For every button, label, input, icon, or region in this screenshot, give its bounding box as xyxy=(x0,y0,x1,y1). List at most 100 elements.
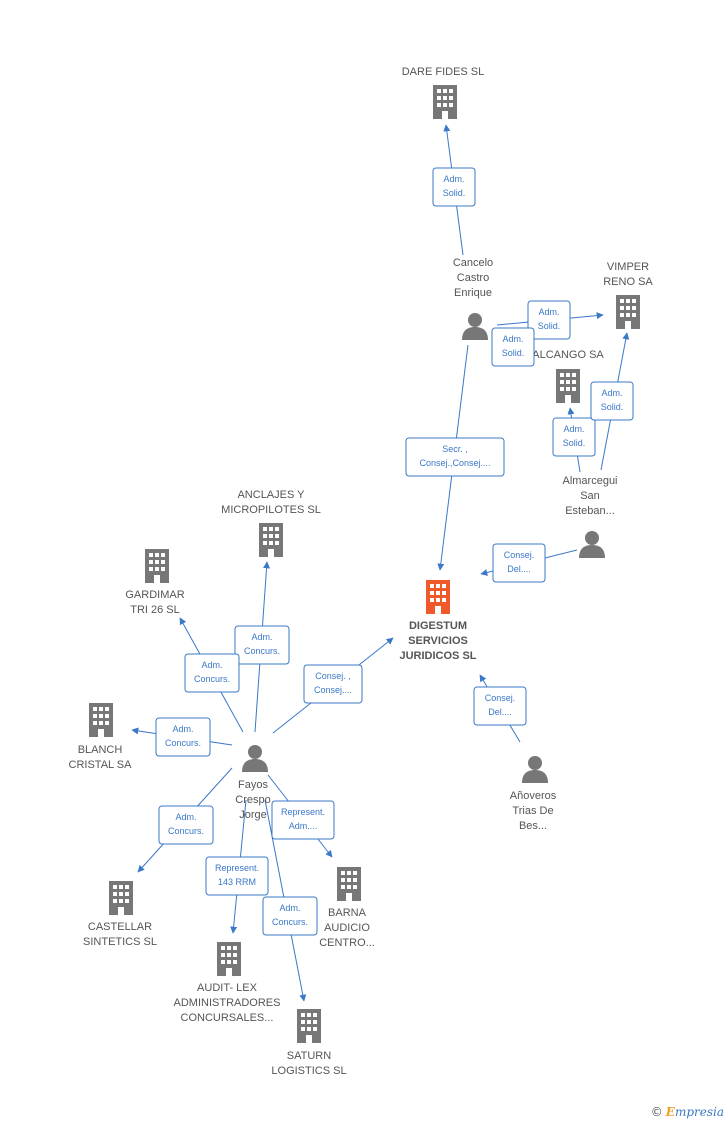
node-barna[interactable]: BARNAAUDICIOCENTRO... xyxy=(319,867,375,949)
edge-label-line: Concurs. xyxy=(168,826,204,836)
copyright-symbol: © xyxy=(650,1105,663,1119)
node-label-line: Fayos xyxy=(238,779,268,791)
edge-label-fayos-barna[interactable]: Represent.Adm.... xyxy=(271,800,335,840)
node-label-line: Castro xyxy=(457,272,489,284)
building-icon xyxy=(217,942,241,976)
node-label-line: SINTETICS SL xyxy=(83,936,157,948)
edge-label-anoveros-digestum[interactable]: Consej. Del.... xyxy=(473,686,527,726)
edge-label-line: Adm. xyxy=(251,632,272,642)
edge-label-line: Adm. xyxy=(601,388,622,398)
edge-label-line: 143 RRM xyxy=(218,877,256,887)
node-label-line: Esteban... xyxy=(565,505,615,517)
edge-label-line: Del.... xyxy=(507,564,531,574)
building-icon xyxy=(433,85,457,119)
node-label-line: Trias De xyxy=(512,805,553,817)
edge-label-line: Represent. xyxy=(281,807,325,817)
edge-label-almarcegui-digestum[interactable]: Consej.Del.... xyxy=(492,543,546,583)
edge-label-cancelo-dare[interactable]: Adm. Solid. xyxy=(432,167,476,207)
node-alcango[interactable]: ALCANGO SA xyxy=(532,349,604,403)
person-icon xyxy=(579,531,605,558)
edge-label-line: Concurs. xyxy=(165,738,201,748)
node-label-line: JURIDICOS SL xyxy=(399,650,476,662)
edge-label-cancelo-alcango[interactable]: Adm.Solid. xyxy=(491,327,535,367)
edge-label-fayos-gardimar[interactable]: Adm.Concurs. xyxy=(184,653,240,693)
edge-labels-layer: Adm. Solid. Adm. Solid. Adm. Solid. Secr. , Con… xyxy=(155,167,634,936)
node-label-line: Jorge xyxy=(239,809,267,821)
node-almarcegui[interactable]: AlmarceguiSanEsteban... xyxy=(562,475,618,558)
edge-label-fayos-anclajes[interactable]: Adm. Concurs. xyxy=(234,625,290,665)
edge-label-line: Adm. xyxy=(443,174,464,184)
edge-label-fayos-digestum[interactable]: Consej. ,Consej.... xyxy=(303,664,363,704)
edge-label-box xyxy=(234,625,290,665)
building-icon xyxy=(109,881,133,915)
node-label-line: CRISTAL SA xyxy=(69,759,133,771)
node-label-line: San xyxy=(580,490,600,502)
node-label-line: ALCANGO SA xyxy=(532,349,604,361)
node-label-line: Cancelo xyxy=(453,257,493,269)
edge-label-box xyxy=(303,664,363,704)
edge-label-line: Solid. xyxy=(563,438,586,448)
node-label-line: CONCURSALES... xyxy=(181,1012,274,1024)
edge-label-almarcegui-alcango[interactable]: Adm.Solid. xyxy=(552,417,596,457)
edge-label-line: Adm. xyxy=(201,660,222,670)
node-label-line: GARDIMAR xyxy=(125,589,184,601)
edge-label-line: Consej.,Consej.... xyxy=(419,458,490,468)
node-label-line: AUDIT- LEX xyxy=(197,982,258,994)
node-label-line: CASTELLAR xyxy=(88,921,152,933)
edge-label-almarcegui-vimper[interactable]: Adm. Solid. xyxy=(590,381,634,421)
edge-label-fayos-castellar[interactable]: Adm.Concurs. xyxy=(158,805,214,845)
edge-label-line: Concurs. xyxy=(272,917,308,927)
node-label-line: SATURN xyxy=(287,1050,331,1062)
node-label-line: Bes... xyxy=(519,820,547,832)
building-icon xyxy=(337,867,361,901)
edge-label-line: Solid. xyxy=(502,348,525,358)
edge-label-line: Adm. xyxy=(172,724,193,734)
node-label-line: ANCLAJES Y xyxy=(237,489,305,501)
edge-label-box xyxy=(405,437,505,477)
building-icon xyxy=(259,523,283,557)
edge-label-box xyxy=(271,800,335,840)
node-label-line: DIGESTUM xyxy=(409,620,467,632)
node-label-line: CENTRO... xyxy=(319,937,375,949)
edge-label-line: Secr. , xyxy=(442,444,468,454)
edge-label-line: Del.... xyxy=(488,707,512,717)
building-icon xyxy=(616,295,640,329)
empresia-logo: ©Empresia xyxy=(651,1105,724,1119)
edge-label-line: Concurs. xyxy=(244,646,280,656)
node-castellar[interactable]: CASTELLAR SINTETICS SL xyxy=(83,881,157,948)
edge-label-line: Solid. xyxy=(443,188,466,198)
edge-label-line: Solid. xyxy=(538,321,561,331)
edge-label-line: Consej. xyxy=(485,693,516,703)
person-icon xyxy=(522,756,548,783)
building-icon xyxy=(426,580,450,614)
node-label-line: RENO SA xyxy=(603,276,653,288)
edge-label-fayos-saturn[interactable]: Adm.Concurs. xyxy=(262,896,318,936)
edge-label-fayos-auditlex[interactable]: Represent.143 RRM xyxy=(205,856,269,896)
edge-label-box xyxy=(184,653,240,693)
edge-label-line: Consej. , xyxy=(315,671,351,681)
person-icon xyxy=(462,313,488,340)
edge-label-box xyxy=(158,805,214,845)
building-icon xyxy=(145,549,169,583)
node-label-line: DARE FIDES SL xyxy=(402,66,485,78)
edge-label-cancelo-vimper[interactable]: Adm.Solid. xyxy=(527,300,571,340)
node-dare[interactable]: DARE FIDES SL xyxy=(402,66,485,119)
edge-label-line: Solid. xyxy=(601,402,624,412)
node-label-line: ADMINISTRADORES xyxy=(174,997,281,1009)
edge-label-fayos-blanch[interactable]: Adm. Concurs. xyxy=(155,717,211,757)
node-label-line: Enrique xyxy=(454,287,492,299)
node-auditlex[interactable]: AUDIT- LEX ADMINISTRADORES CONCURSALES... xyxy=(174,942,281,1024)
edge-label-cancelo-digestum[interactable]: Secr. , Consej.,Consej.... xyxy=(405,437,505,477)
edge-label-box xyxy=(552,417,596,457)
